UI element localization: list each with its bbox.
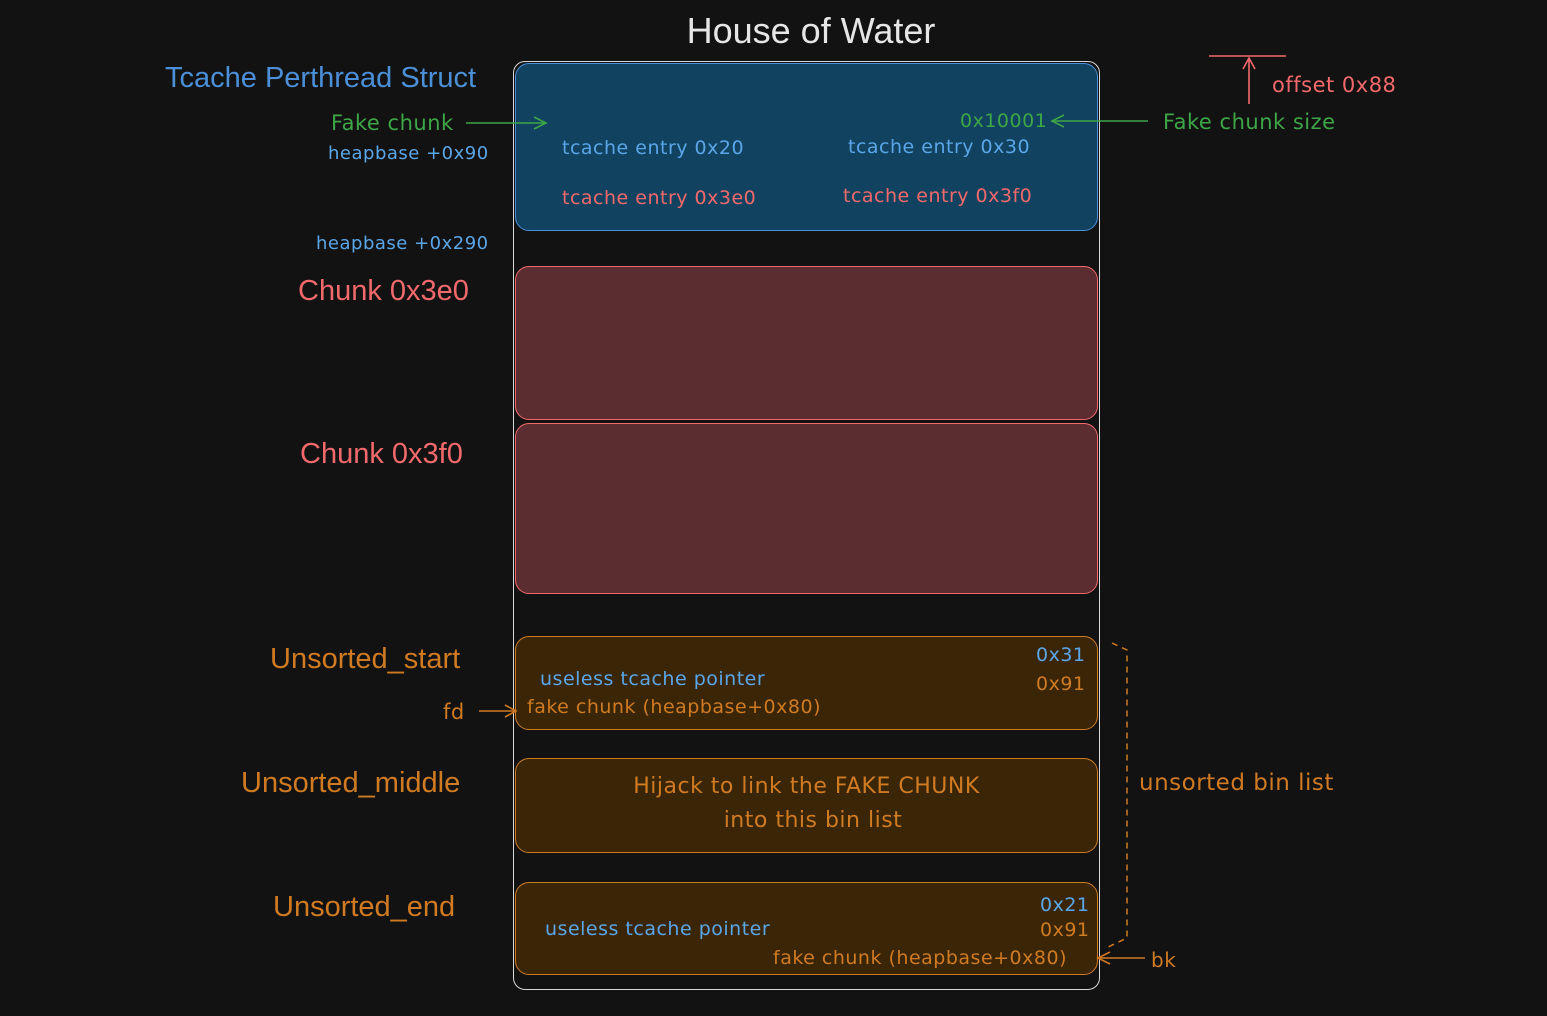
unsorted-start-size-0x31: 0x31 (1036, 644, 1086, 666)
tcache-entry-0x3e0: tcache entry 0x3e0 (562, 187, 757, 209)
unsorted-end-fake-chunk: fake chunk (heapbase+0x80) (773, 947, 1067, 969)
unsorted-middle-label: Unsorted_middle (241, 767, 461, 799)
hijack-line-1: Hijack to link the FAKE CHUNK (633, 774, 980, 799)
unsorted-end-label: Unsorted_end (273, 891, 456, 923)
fake-chunk-arrow (466, 116, 548, 130)
heapbase-90-label: heapbase +0x90 (328, 143, 489, 164)
chunk-3f0-box (515, 423, 1098, 594)
unsorted-start-box (515, 636, 1098, 730)
bk-arrow (1096, 951, 1145, 965)
heap-frame (513, 61, 1100, 990)
unsorted-end-box (515, 882, 1098, 975)
unsorted-start-size-0x91: 0x91 (1036, 673, 1086, 695)
chunk-3e0-label: Chunk 0x3e0 (298, 275, 469, 307)
unsorted-start-label: Unsorted_start (270, 643, 461, 675)
unsorted-start-fake-chunk: fake chunk (heapbase+0x80) (527, 696, 821, 718)
fake-chunk-label: Fake chunk (331, 111, 454, 135)
unsorted-end-size-0x91: 0x91 (1040, 919, 1090, 941)
unsorted-end-size-0x21: 0x21 (1040, 894, 1090, 916)
fake-chunk-size-label: Fake chunk size (1163, 110, 1336, 134)
unsorted-end-useless-pointer: useless tcache pointer (545, 918, 771, 940)
tcache-entry-0x20: tcache entry 0x20 (562, 137, 745, 159)
chunk-3e0-box (515, 266, 1098, 420)
hijack-line-2: into this bin list (723, 808, 903, 833)
tcache-section-label: Tcache Perthread Struct (165, 62, 477, 94)
fd-arrow (479, 704, 518, 718)
fake-chunk-size-arrow (1050, 114, 1148, 128)
unsorted-middle-box (515, 758, 1098, 853)
unsorted-bin-list-bracket (1105, 642, 1128, 949)
unsorted-bin-list-label: unsorted bin list (1139, 770, 1334, 796)
bk-label: bk (1151, 948, 1177, 972)
offset-marker (1209, 55, 1286, 104)
tcache-entry-0x30: tcache entry 0x30 (848, 136, 1031, 158)
fd-label: fd (443, 700, 465, 724)
tcache-struct-box (515, 63, 1098, 231)
offset-label: offset 0x88 (1272, 73, 1397, 97)
chunk-3f0-label: Chunk 0x3f0 (300, 438, 463, 470)
fake-chunk-size-value: 0x10001 (960, 110, 1048, 132)
heapbase-290-label: heapbase +0x290 (316, 233, 489, 254)
tcache-entry-0x3f0: tcache entry 0x3f0 (843, 185, 1033, 207)
unsorted-start-useless-pointer: useless tcache pointer (540, 668, 766, 690)
diagram-title: House of Water (686, 10, 936, 51)
